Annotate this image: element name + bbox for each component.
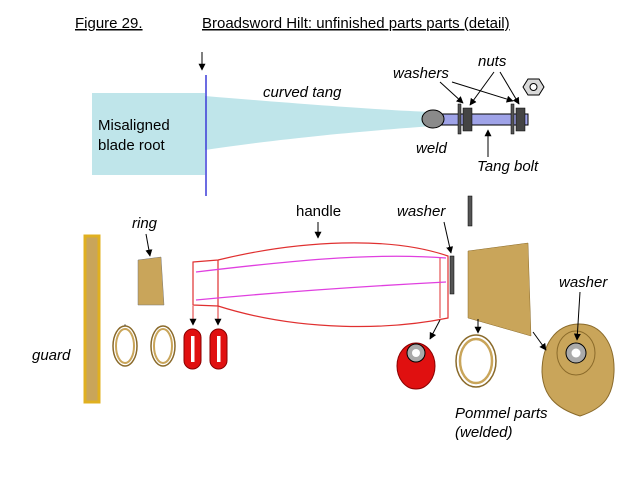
red-collar-1-slot bbox=[191, 336, 195, 362]
ring-arrow bbox=[145, 233, 153, 257]
weld-bead bbox=[421, 109, 445, 129]
guard-label: guard bbox=[32, 347, 71, 364]
guard bbox=[83, 234, 101, 404]
figure-title: Broadsword Hilt: unfinished parts parts … bbox=[202, 15, 510, 32]
pommel-label-1: Pommel parts bbox=[455, 405, 548, 422]
handle-washer bbox=[449, 255, 455, 295]
handle-core-line-1 bbox=[195, 255, 447, 273]
washers-arrow-1 bbox=[439, 81, 464, 104]
washer-right-label: washer bbox=[559, 274, 608, 291]
washer-2 bbox=[510, 103, 515, 135]
spare-washer bbox=[467, 195, 473, 227]
weld-label: weld bbox=[416, 140, 448, 157]
washer-1 bbox=[457, 103, 462, 135]
ring-label: ring bbox=[132, 215, 158, 232]
nut-2 bbox=[515, 107, 526, 132]
ring bbox=[137, 256, 165, 306]
handle-label: handle bbox=[296, 203, 341, 220]
pommel-disc-boss bbox=[556, 330, 596, 376]
red-collar-2-slot bbox=[217, 336, 221, 362]
tang-bolt-label: Tang bolt bbox=[477, 158, 539, 175]
pommel-sleeve bbox=[467, 242, 532, 337]
red-pommel-cap bbox=[396, 342, 436, 390]
nuts-arrow-2 bbox=[499, 71, 520, 105]
brass-ring-2-outer bbox=[150, 325, 176, 367]
pommel-washer-hole bbox=[571, 348, 581, 358]
washers-label: washers bbox=[393, 65, 449, 82]
curved-tang bbox=[205, 96, 432, 150]
nuts-arrow-1 bbox=[469, 71, 495, 106]
pommel-disc-arrow bbox=[532, 331, 547, 351]
red-cap-arrow bbox=[429, 319, 441, 340]
pommel-ring-outer bbox=[455, 334, 497, 388]
washer-right-arrow bbox=[573, 291, 581, 341]
pommel-ring-inner bbox=[458, 337, 494, 385]
pommel-label-2: (welded) bbox=[455, 424, 513, 441]
brass-ring-2-inner bbox=[153, 328, 173, 364]
figure-label: Figure 29. bbox=[75, 15, 143, 32]
curved-tang-label: curved tang bbox=[263, 84, 342, 101]
brass-ring-1-inner bbox=[115, 328, 135, 364]
pommel-disc bbox=[541, 323, 615, 417]
red-pommel-hole bbox=[412, 349, 420, 357]
spare-nut-hole bbox=[529, 83, 538, 91]
blade-root-label-2: blade root bbox=[98, 137, 166, 154]
handle-outline bbox=[192, 242, 449, 328]
handle-core-line-2 bbox=[195, 281, 447, 301]
nuts-label: nuts bbox=[478, 53, 507, 70]
nut-1 bbox=[462, 107, 473, 132]
washer-top-arrow bbox=[443, 221, 454, 254]
blade-root bbox=[92, 93, 205, 175]
blade-root-label-1: Misaligned bbox=[98, 117, 170, 134]
tang-bolt bbox=[439, 113, 529, 126]
washers-arrow-2 bbox=[451, 81, 514, 103]
washer-top-label: washer bbox=[397, 203, 446, 220]
